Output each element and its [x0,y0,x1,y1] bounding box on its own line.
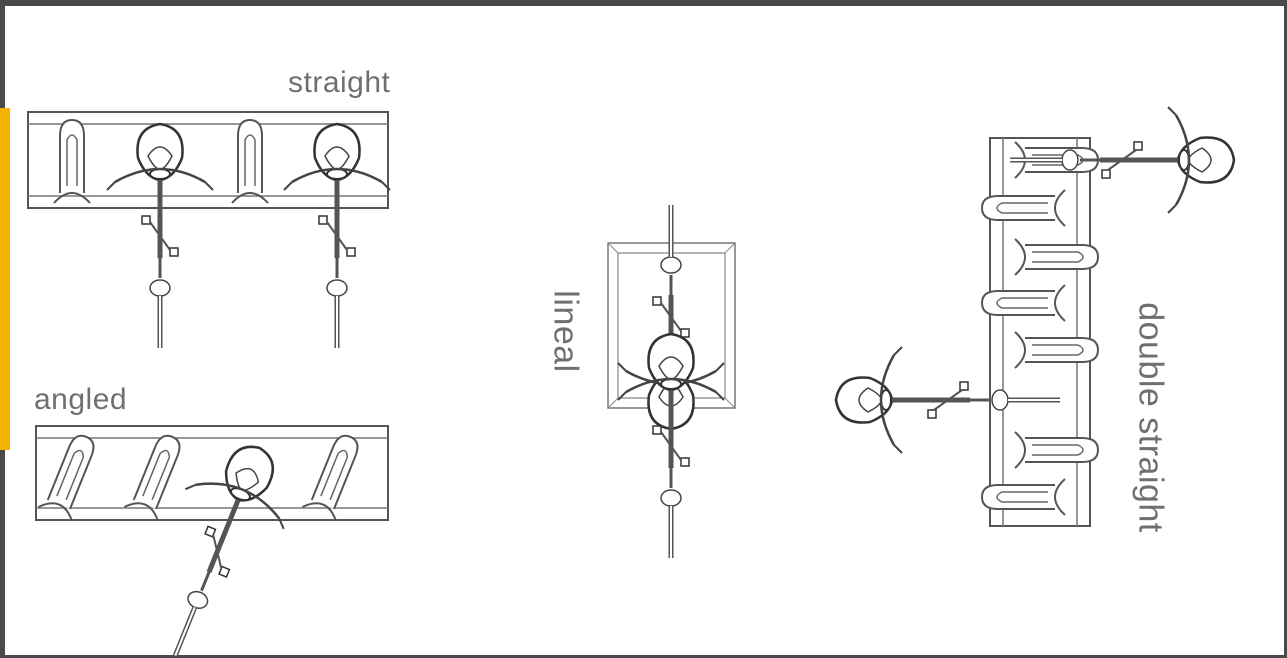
lineal-rack-group [607,205,736,558]
straight-rack-group [27,111,390,348]
angled-label: angled [34,383,128,416]
angled-rack-group [35,426,389,658]
straight-label: straight [288,66,391,99]
double-straight-label: double straight [1131,302,1170,533]
accent-bar [0,108,10,450]
lineal-label: lineal [546,290,585,373]
double-straight-rack-group [835,107,1235,527]
